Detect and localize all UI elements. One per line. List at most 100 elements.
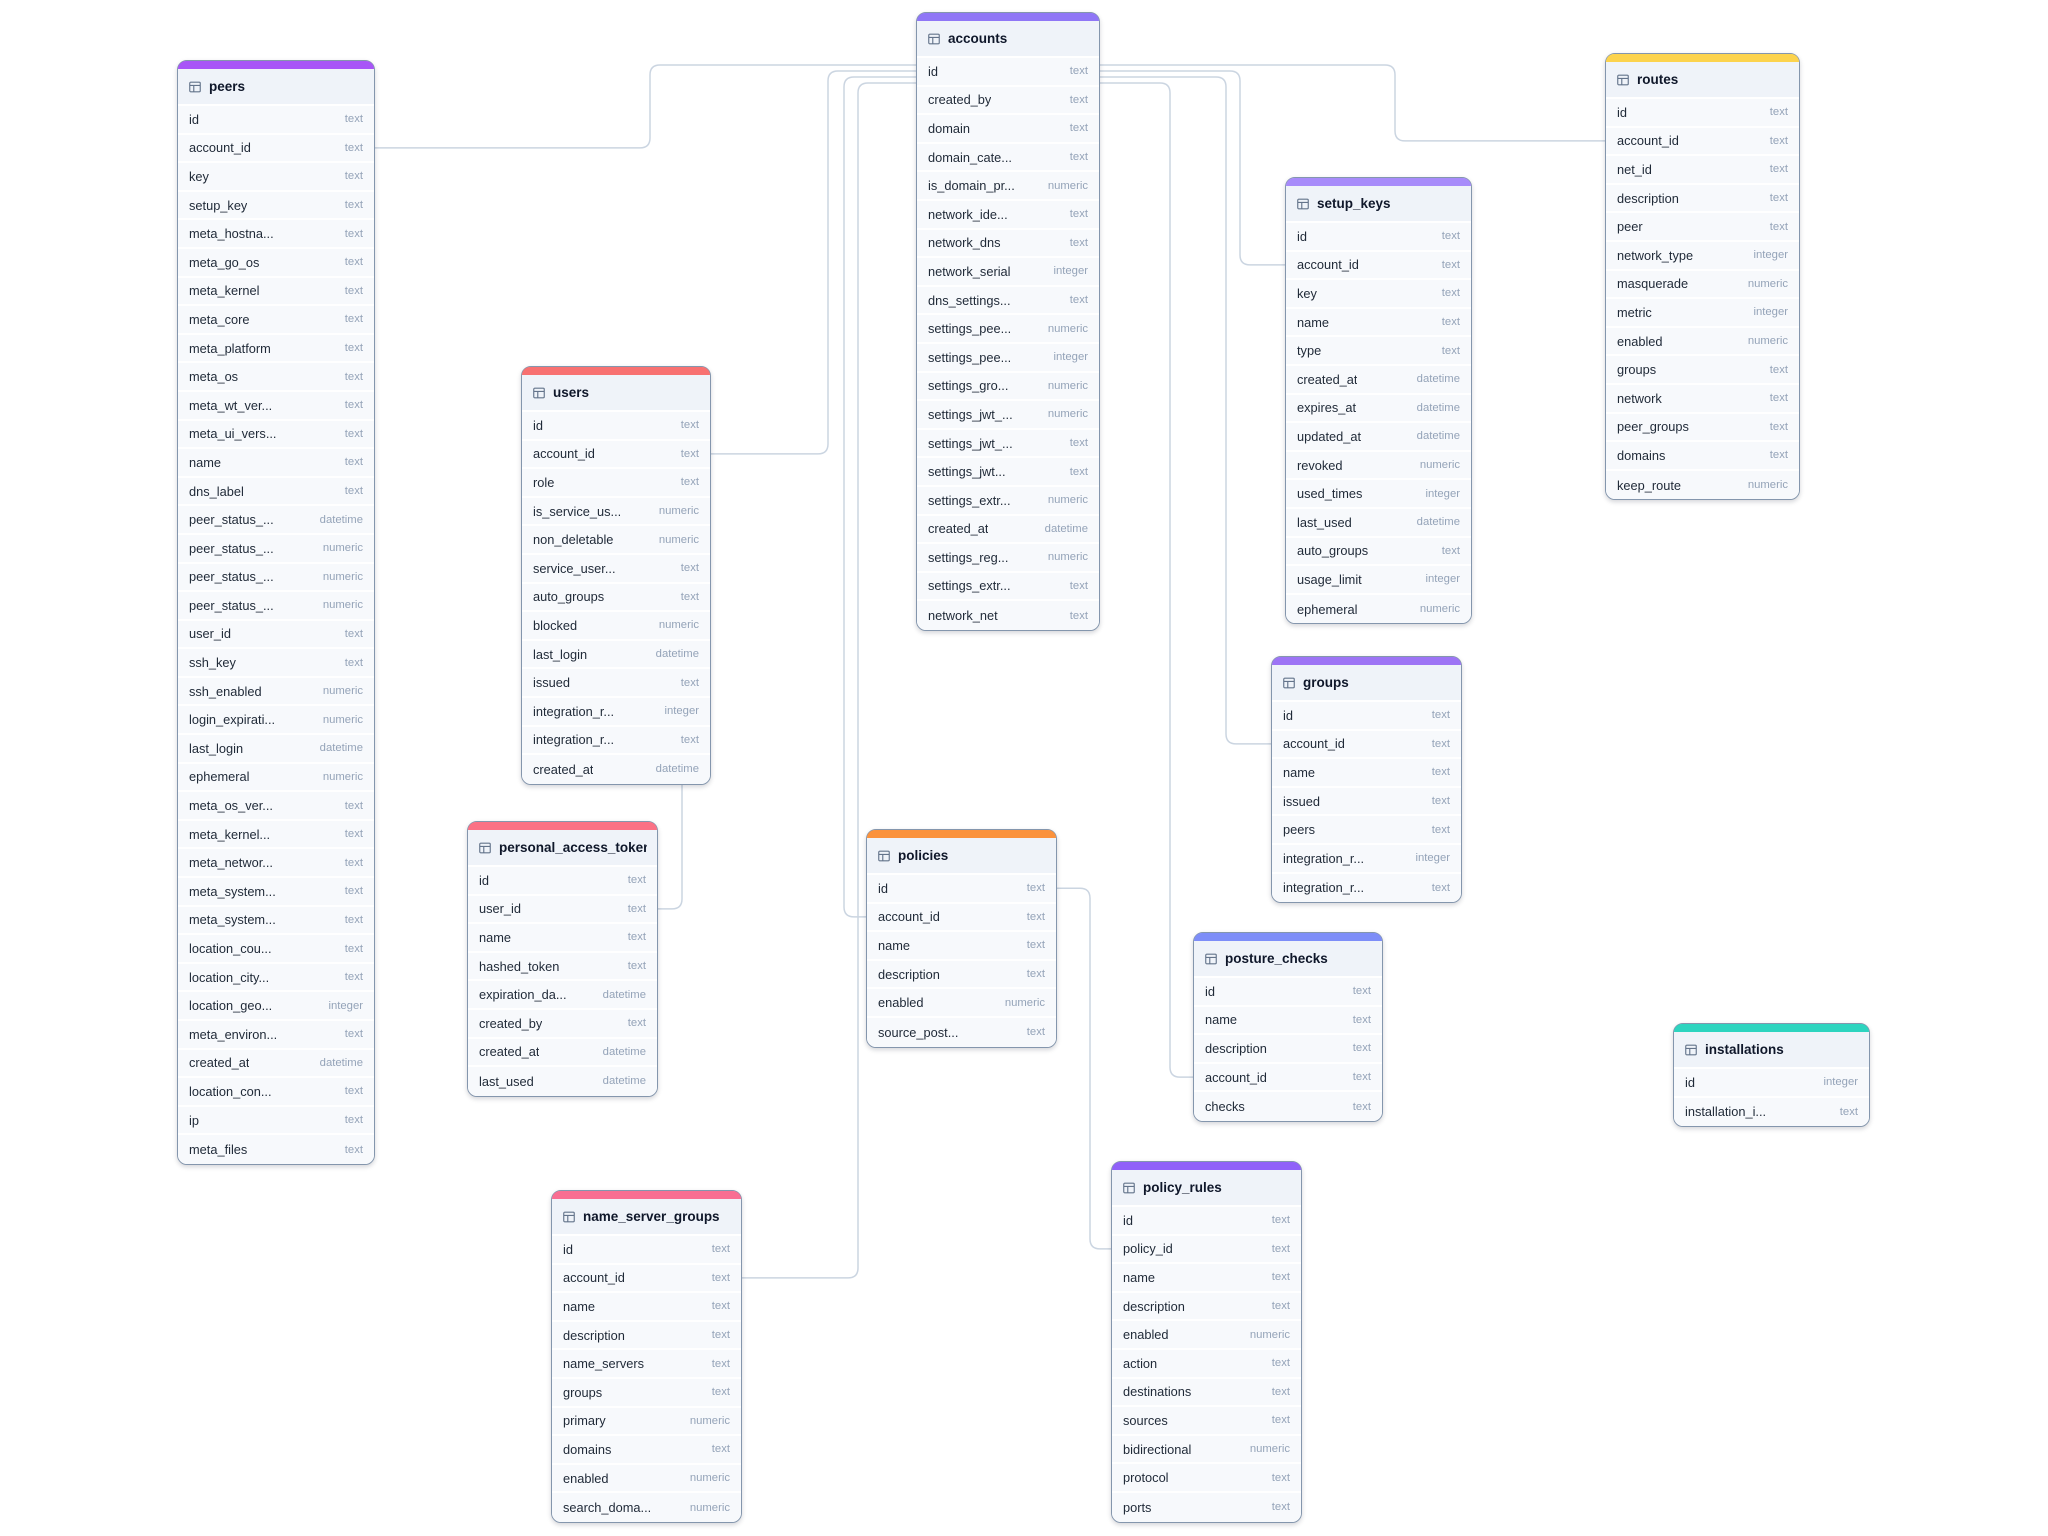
table-row[interactable]: domains text [552, 1436, 741, 1465]
table-card-accounts[interactable]: accounts id text created_by text domain … [916, 12, 1100, 631]
table-row[interactable]: source_post... text [867, 1017, 1056, 1047]
table-header[interactable]: installations [1674, 1032, 1869, 1069]
table-row[interactable]: id text [1286, 223, 1471, 252]
table-row[interactable]: account_id text [1286, 251, 1471, 281]
table-row[interactable]: id text [522, 412, 710, 441]
table-row[interactable]: location_con... text [178, 1078, 374, 1107]
table-row[interactable]: account_id text [552, 1264, 741, 1294]
table-header[interactable]: accounts [917, 21, 1099, 58]
table-row[interactable]: peer_status_... numeric [178, 592, 374, 621]
table-row[interactable]: domains text [1606, 442, 1799, 471]
table-row[interactable]: checks text [1194, 1092, 1382, 1121]
table-row[interactable]: peer_status_... datetime [178, 506, 374, 535]
table-row[interactable]: created_at datetime [917, 515, 1099, 545]
table-row[interactable]: created_at datetime [522, 755, 710, 784]
table-row[interactable]: enabled numeric [867, 989, 1056, 1018]
table-row[interactable]: name text [1112, 1264, 1301, 1293]
table-row[interactable]: meta_networ... text [178, 849, 374, 879]
table-row[interactable]: service_user... text [522, 554, 710, 584]
table-row[interactable]: ephemeral numeric [178, 763, 374, 793]
table-row[interactable]: keep_route numeric [1606, 470, 1799, 500]
table-header[interactable]: posture_checks [1194, 941, 1382, 978]
table-row[interactable]: integration_r... text [522, 726, 710, 756]
table-row[interactable]: id text [1272, 702, 1461, 731]
table-row[interactable]: network_serial integer [917, 258, 1099, 287]
table-row[interactable]: peer_status_... numeric [178, 563, 374, 593]
table-row[interactable]: issued text [522, 669, 710, 698]
table-row[interactable]: account_id text [1194, 1063, 1382, 1093]
table-row[interactable]: settings_pee... numeric [917, 315, 1099, 344]
table-card-posture_checks[interactable]: posture_checks id text name text descrip… [1193, 932, 1383, 1122]
table-row[interactable]: type text [1286, 337, 1471, 366]
table-row[interactable]: location_geo... integer [178, 992, 374, 1021]
table-row[interactable]: enabled numeric [552, 1464, 741, 1494]
table-row[interactable]: name text [867, 932, 1056, 961]
table-row[interactable]: settings_jwt... text [917, 458, 1099, 487]
table-row[interactable]: groups text [1606, 356, 1799, 385]
table-row[interactable]: meta_hostna... text [178, 220, 374, 249]
table-row[interactable]: revoked numeric [1286, 451, 1471, 481]
table-row[interactable]: description text [552, 1321, 741, 1351]
table-row[interactable]: meta_system... text [178, 906, 374, 936]
table-row[interactable]: non_deletable numeric [522, 526, 710, 555]
table-row[interactable]: settings_extr... numeric [917, 486, 1099, 516]
table-row[interactable]: meta_core text [178, 306, 374, 335]
table-row[interactable]: peer_status_... numeric [178, 534, 374, 564]
table-row[interactable]: id text [1606, 99, 1799, 128]
table-header[interactable]: routes [1606, 62, 1799, 99]
table-row[interactable]: settings_extr... text [917, 572, 1099, 602]
table-row[interactable]: id text [1112, 1207, 1301, 1236]
table-row[interactable]: enabled numeric [1112, 1321, 1301, 1350]
table-row[interactable]: settings_reg... numeric [917, 544, 1099, 573]
table-row[interactable]: name text [1286, 308, 1471, 338]
table-row[interactable]: meta_ui_vers... text [178, 420, 374, 450]
table-header[interactable]: personal_access_tokens [468, 830, 657, 867]
table-card-policy_rules[interactable]: policy_rules id text policy_id text name… [1111, 1161, 1302, 1523]
table-row[interactable]: ssh_enabled numeric [178, 677, 374, 707]
table-row[interactable]: created_by text [917, 86, 1099, 116]
table-row[interactable]: ssh_key text [178, 649, 374, 678]
table-card-name_server_groups[interactable]: name_server_groups id text account_id te… [551, 1190, 742, 1523]
table-card-policies[interactable]: policies id text account_id text name te… [866, 829, 1057, 1048]
table-row[interactable]: account_id text [178, 134, 374, 164]
table-row[interactable]: setup_key text [178, 191, 374, 221]
table-row[interactable]: last_login datetime [522, 640, 710, 670]
table-row[interactable]: ip text [178, 1106, 374, 1136]
table-row[interactable]: bidirectional numeric [1112, 1435, 1301, 1465]
table-header[interactable]: name_server_groups [552, 1199, 741, 1236]
table-header[interactable]: policies [867, 838, 1056, 875]
table-row[interactable]: dns_label text [178, 477, 374, 507]
table-row[interactable]: settings_pee... integer [917, 343, 1099, 373]
table-row[interactable]: usage_limit integer [1286, 566, 1471, 595]
table-row[interactable]: domain_cate... text [917, 143, 1099, 173]
table-row[interactable]: created_at datetime [178, 1049, 374, 1079]
table-row[interactable]: installation_i... text [1674, 1097, 1869, 1127]
table-header[interactable]: users [522, 375, 710, 412]
table-row[interactable]: meta_platform text [178, 334, 374, 364]
table-row[interactable]: key text [1286, 280, 1471, 309]
table-row[interactable]: id text [552, 1236, 741, 1265]
table-row[interactable]: last_used datetime [468, 1067, 657, 1096]
table-row[interactable]: dns_settings... text [917, 286, 1099, 316]
table-row[interactable]: name text [178, 449, 374, 478]
table-row[interactable]: description text [1112, 1292, 1301, 1322]
table-row[interactable]: network_ide... text [917, 200, 1099, 230]
table-row[interactable]: meta_environ... text [178, 1021, 374, 1050]
table-row[interactable]: location_city... text [178, 963, 374, 993]
table-row[interactable]: name text [1194, 1006, 1382, 1036]
table-row[interactable]: network_dns text [917, 229, 1099, 259]
table-header[interactable]: policy_rules [1112, 1170, 1301, 1207]
table-row[interactable]: id text [178, 106, 374, 135]
table-row[interactable]: blocked numeric [522, 612, 710, 641]
table-row[interactable]: created_at datetime [1286, 365, 1471, 395]
table-row[interactable]: integration_r... integer [1272, 844, 1461, 874]
table-row[interactable]: network_type integer [1606, 241, 1799, 271]
table-row[interactable]: id integer [1674, 1069, 1869, 1098]
table-row[interactable]: is_service_us... numeric [522, 497, 710, 527]
table-row[interactable]: settings_jwt_... numeric [917, 401, 1099, 430]
table-row[interactable]: masquerade numeric [1606, 270, 1799, 300]
table-card-routes[interactable]: routes id text account_id text net_id te… [1605, 53, 1800, 501]
table-row[interactable]: id text [468, 867, 657, 896]
table-row[interactable]: integration_r... text [1272, 873, 1461, 903]
table-row[interactable]: login_expirati... numeric [178, 706, 374, 736]
